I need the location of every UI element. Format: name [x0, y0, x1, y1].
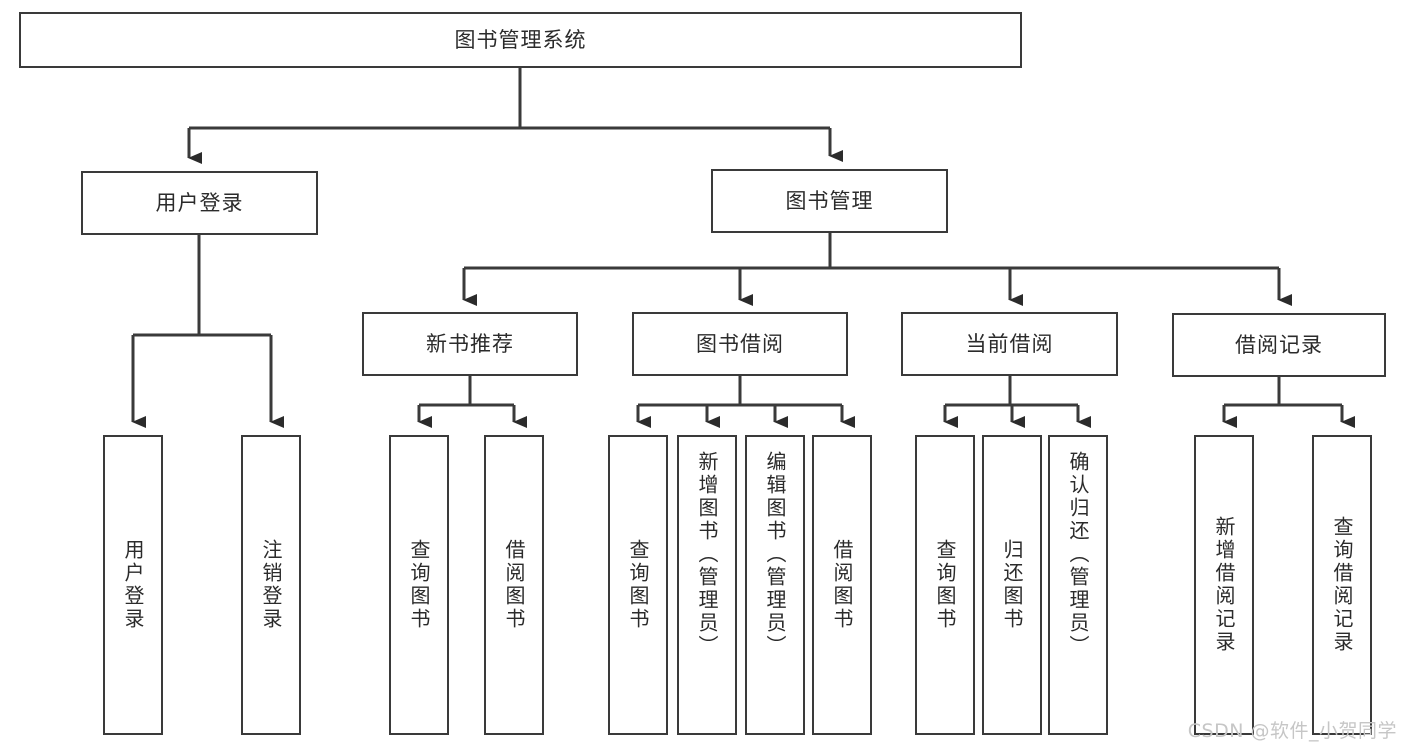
- node-new-book-recommend-label: 新书推荐: [426, 331, 514, 356]
- leaf-borrow-book[interactable]: 借阅图书: [812, 435, 872, 735]
- leaf-logout-label: 注销登录: [259, 539, 283, 631]
- leaf-query-book-new[interactable]: 查询图书: [389, 435, 449, 735]
- leaf-edit-book-admin[interactable]: 编辑图书（管理员）: [745, 435, 805, 735]
- leaf-query-book-borrow-label: 查询图书: [626, 539, 650, 631]
- node-new-book-recommend[interactable]: 新书推荐: [362, 312, 578, 376]
- node-book-borrow-label: 图书借阅: [696, 331, 784, 356]
- leaf-add-borrow-record-label: 新增借阅记录: [1212, 516, 1236, 654]
- leaf-user-login-label: 用户登录: [121, 539, 145, 631]
- csdn-watermark: CSDN @软件_小贺同学: [1187, 720, 1397, 742]
- node-user-login[interactable]: 用户登录: [81, 171, 318, 235]
- leaf-query-book-current[interactable]: 查询图书: [915, 435, 975, 735]
- leaf-user-login[interactable]: 用户登录: [103, 435, 163, 735]
- leaf-query-book-borrow[interactable]: 查询图书: [608, 435, 668, 735]
- node-root-label: 图书管理系统: [454, 27, 587, 52]
- leaf-add-borrow-record[interactable]: 新增借阅记录: [1194, 435, 1254, 735]
- leaf-add-book-admin-label: 新增图书（管理员）: [695, 451, 719, 658]
- leaf-query-borrow-record[interactable]: 查询借阅记录: [1312, 435, 1372, 735]
- node-current-borrow-label: 当前借阅: [965, 331, 1054, 356]
- leaf-borrow-book-new-label: 借阅图书: [502, 539, 526, 631]
- node-borrow-record-label: 借阅记录: [1235, 332, 1323, 357]
- leaf-query-book-new-label: 查询图书: [407, 539, 431, 631]
- node-book-management[interactable]: 图书管理: [711, 169, 948, 233]
- node-user-login-label: 用户登录: [155, 190, 244, 215]
- node-root[interactable]: 图书管理系统: [19, 12, 1022, 68]
- leaf-confirm-return-admin-label: 确认归还（管理员）: [1066, 451, 1090, 658]
- leaf-borrow-book-new[interactable]: 借阅图书: [484, 435, 544, 735]
- leaf-add-book-admin[interactable]: 新增图书（管理员）: [677, 435, 737, 735]
- node-book-management-label: 图书管理: [785, 188, 874, 213]
- node-borrow-record[interactable]: 借阅记录: [1172, 313, 1386, 377]
- leaf-query-borrow-record-label: 查询借阅记录: [1330, 516, 1354, 654]
- node-book-borrow[interactable]: 图书借阅: [632, 312, 848, 376]
- node-current-borrow[interactable]: 当前借阅: [901, 312, 1118, 376]
- leaf-return-book[interactable]: 归还图书: [982, 435, 1042, 735]
- leaf-borrow-book-label: 借阅图书: [830, 539, 854, 631]
- leaf-return-book-label: 归还图书: [1000, 539, 1024, 631]
- leaf-logout[interactable]: 注销登录: [241, 435, 301, 735]
- leaf-confirm-return-admin[interactable]: 确认归还（管理员）: [1048, 435, 1108, 735]
- leaf-query-book-current-label: 查询图书: [933, 539, 957, 631]
- leaf-edit-book-admin-label: 编辑图书（管理员）: [763, 451, 787, 658]
